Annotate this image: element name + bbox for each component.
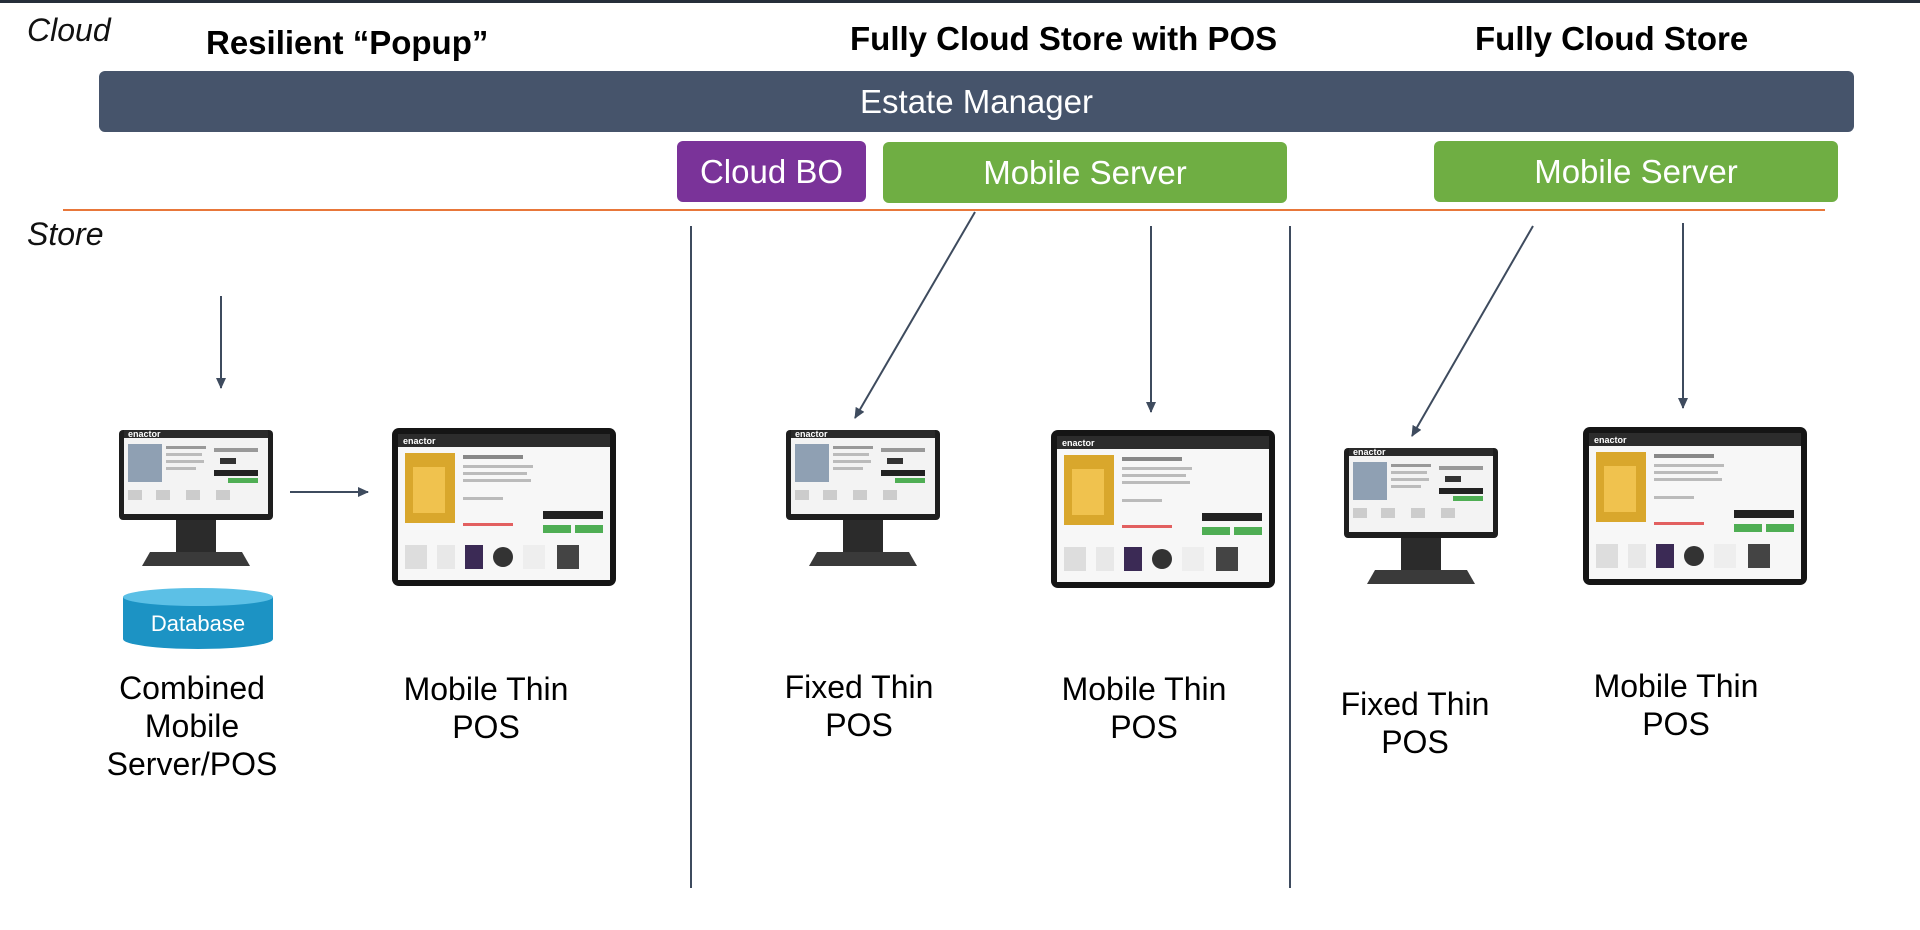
scenario-title-popup: Resilient “Popup” xyxy=(206,24,489,61)
mobile-server-box-cloud: Mobile Server xyxy=(1434,141,1838,202)
device-brand-logo: enactor xyxy=(795,429,828,439)
device-brand-logo: enactor xyxy=(403,436,436,446)
top-border xyxy=(0,0,1920,3)
device-brand-logo: enactor xyxy=(128,429,161,439)
mobile-pos-tablet-3: enactor xyxy=(1583,427,1807,585)
fixed-pos-terminal-2: enactor xyxy=(786,429,940,566)
scenario-title-cloud-store: Fully Cloud Store xyxy=(1475,20,1749,57)
estate-manager-bar: Estate Manager xyxy=(99,71,1854,132)
scenario-title-cloud-store-pos: Fully Cloud Store with POS xyxy=(850,20,1278,57)
store-zone-label: Store xyxy=(27,216,104,252)
database-cylinder: Database xyxy=(123,588,273,649)
arrow-server-to-fixed-pos-2 xyxy=(1411,225,1534,437)
mobile-pos-tablet-2: enactor xyxy=(1051,430,1275,588)
cloud-zone-label: Cloud xyxy=(27,12,111,48)
caption-mobile-thin-pos-3: Mobile Thin POS xyxy=(1593,668,1759,742)
cloud-bo-box: Cloud BO xyxy=(677,141,866,202)
caption-combined-pos: Combined Mobile Server/POS xyxy=(106,670,278,782)
fixed-pos-terminal-3: enactor xyxy=(1344,447,1498,584)
arrow-server-to-fixed-pos xyxy=(854,211,976,419)
caption-mobile-thin-pos-2: Mobile Thin POS xyxy=(1061,671,1227,745)
device-brand-logo: enactor xyxy=(1594,435,1627,445)
caption-mobile-thin-pos-1: Mobile Thin POS xyxy=(403,671,569,745)
mobile-pos-tablet-1: enactor xyxy=(392,428,616,586)
caption-fixed-thin-pos-1: Fixed Thin POS xyxy=(784,669,934,743)
fixed-pos-terminal-combined: enactor xyxy=(119,429,273,566)
caption-fixed-thin-pos-2: Fixed Thin POS xyxy=(1340,686,1490,760)
device-brand-logo: enactor xyxy=(1353,447,1386,457)
device-brand-logo: enactor xyxy=(1062,438,1095,448)
mobile-server-box-pos: Mobile Server xyxy=(883,142,1287,203)
database-label: Database xyxy=(151,611,245,636)
